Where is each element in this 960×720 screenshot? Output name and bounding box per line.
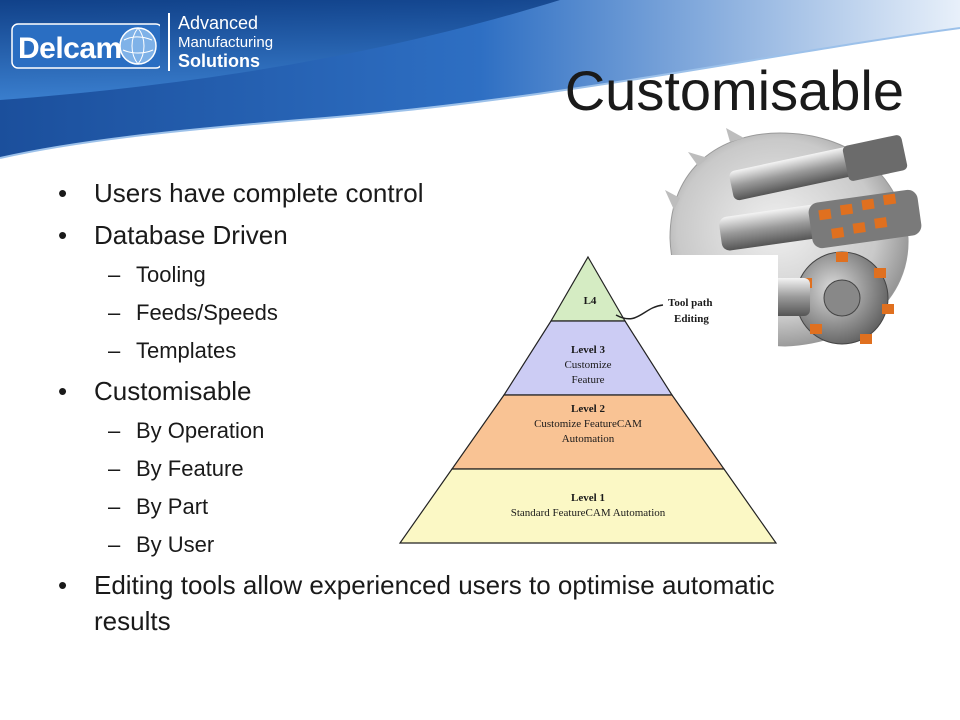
delcam-logo: Delcam Advanced Manufacturing Solutions <box>10 10 273 72</box>
callout-line <box>615 304 664 320</box>
callout-line-1: Tool path <box>668 297 713 309</box>
logo-divider <box>168 13 170 71</box>
slide-title: Customisable <box>564 59 904 122</box>
level2-title: Level 2 <box>571 403 605 415</box>
pyramid-l4-label: L4 <box>584 295 597 307</box>
sub-bullet-templates: Templates <box>58 335 818 367</box>
automation-pyramid: L4 Tool path Editing Level 3 Customize F… <box>398 255 778 545</box>
bullet-editing-tools: Editing tools allow experienced users to… <box>58 567 818 639</box>
bullet-customisable: Customisable <box>58 373 818 409</box>
sub-bullet-by-operation: By Operation <box>58 415 818 447</box>
sub-bullet-tooling: Tooling <box>58 259 818 291</box>
sub-bullet-by-part: By Part <box>58 491 818 523</box>
pyramid-level-1 <box>398 468 778 544</box>
sub-bullet-by-feature: By Feature <box>58 453 818 485</box>
level1-title: Level 1 <box>571 492 605 504</box>
logo-wordmark: Delcam <box>18 32 122 65</box>
bullet-users-control: Users have complete control <box>58 175 818 211</box>
level3-title: Level 3 <box>571 344 605 356</box>
bullet-database-driven: Database Driven <box>58 217 818 253</box>
sub-bullet-by-user: By User <box>58 529 818 561</box>
logo-line-1: Advanced <box>178 13 259 33</box>
sub-bullet-feeds-speeds: Feeds/Speeds <box>58 297 818 329</box>
logo-line-3: Solutions <box>178 51 260 71</box>
bullet-list: Users have complete control Database Dri… <box>58 175 818 645</box>
logo-line-2: Manufacturing <box>178 34 274 51</box>
level2-line-3: Automation <box>562 433 615 445</box>
callout-line-2: Editing <box>674 313 709 325</box>
logo-globe-icon <box>11 23 160 69</box>
level2-line-2: Customize FeatureCAM <box>534 418 642 430</box>
level3-line-2: Customize <box>564 359 611 371</box>
level3-line-3: Feature <box>572 374 605 386</box>
level1-line-2: Standard FeatureCAM Automation <box>511 507 666 519</box>
